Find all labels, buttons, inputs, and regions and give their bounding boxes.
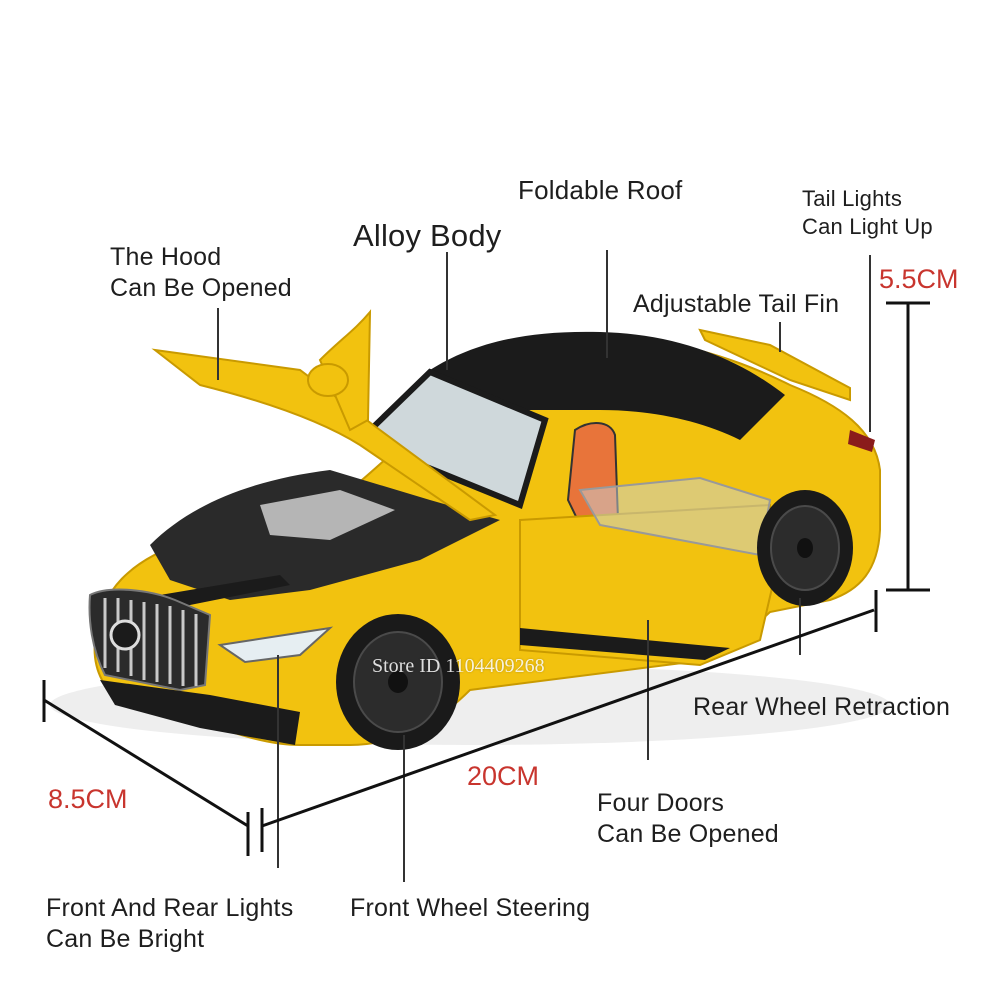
hood-panel — [151, 348, 498, 522]
dimension-width: 8.5CM — [48, 784, 128, 814]
dimension-length: 20CM — [467, 761, 540, 791]
label-four-doors-line1: Four Doors — [597, 789, 725, 817]
front-bumper — [100, 680, 300, 745]
label-lights: Front And Rear Lights Can Be Bright — [46, 893, 293, 955]
headlight — [217, 626, 334, 664]
windshield — [354, 368, 549, 510]
engine-cover — [260, 490, 395, 540]
label-four-doors: Four Doors Can Be Opened — [597, 788, 779, 850]
label-front-wheel: Front Wheel Steering — [350, 894, 591, 922]
label-foldable-roof: Foldable Roof — [518, 175, 683, 205]
label-hood-line2: Can Be Opened — [110, 274, 292, 302]
label-tail-lights-line2: Can Light Up — [802, 214, 933, 239]
label-hood: The Hood Can Be Opened — [110, 242, 292, 304]
tail-light — [848, 430, 875, 452]
label-alloy-body: Alloy Body — [353, 218, 502, 253]
front-wheel — [336, 614, 460, 750]
store-watermark: Store ID 1104409268 — [372, 655, 545, 677]
length-dim-line — [261, 608, 875, 828]
label-tail-lights-line1: Tail Lights — [802, 186, 903, 211]
dimension-lines — [42, 301, 930, 856]
label-hood-line1: The Hood — [110, 243, 222, 271]
front-grille — [88, 588, 212, 692]
rear-wheel — [757, 490, 853, 606]
label-four-doors-line2: Can Be Opened — [597, 820, 779, 848]
label-rear-wheel: Rear Wheel Retraction — [693, 693, 951, 721]
label-lights-line1: Front And Rear Lights — [46, 894, 294, 922]
mirror — [307, 363, 349, 397]
dimension-height: 5.5CM — [879, 264, 959, 294]
label-tail-lights: Tail Lights Can Light Up — [802, 185, 933, 241]
label-tail-fin: Adjustable Tail Fin — [633, 290, 840, 318]
door-stripe — [520, 628, 730, 660]
label-lights-line2: Can Be Bright — [46, 925, 205, 953]
star-badge — [109, 619, 141, 651]
tail-fin — [698, 328, 851, 402]
width-dim-line — [43, 698, 249, 828]
car-roof — [430, 331, 785, 470]
